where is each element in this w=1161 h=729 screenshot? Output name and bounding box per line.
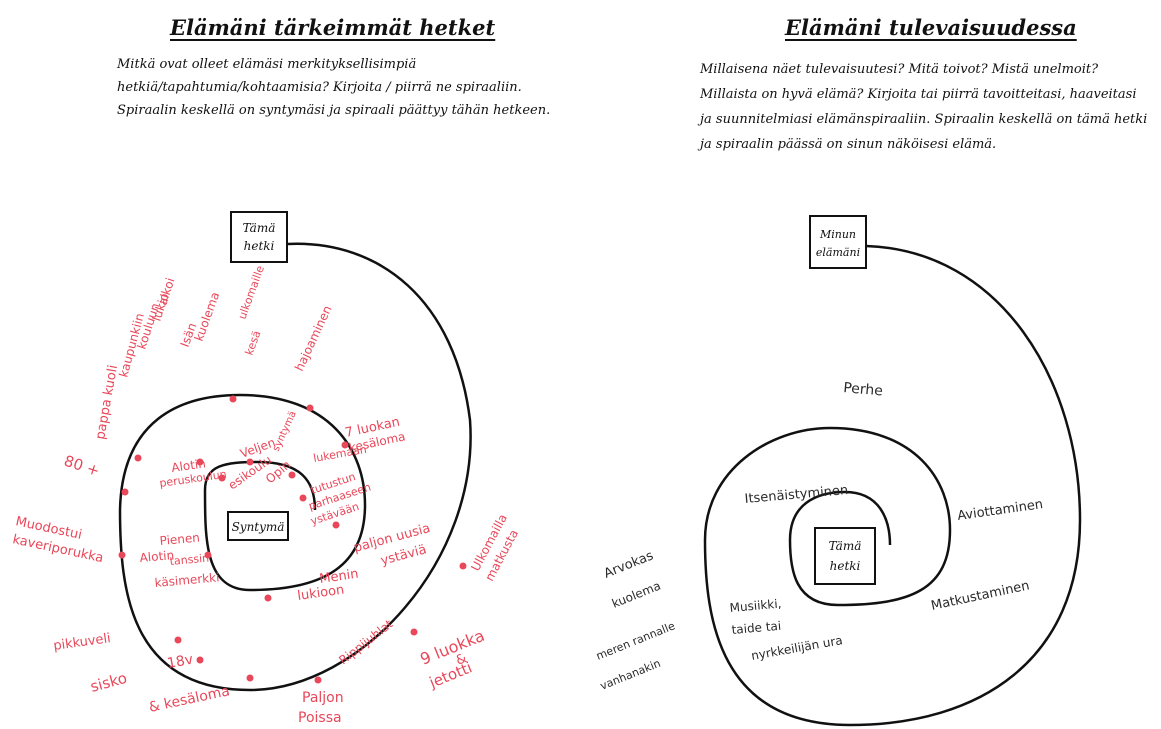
my-life-box — [809, 215, 867, 269]
life-event-note: 18v — [166, 652, 194, 672]
life-event-note: Alotin — [170, 456, 206, 475]
milestone-dot — [410, 628, 418, 636]
life-event-note: Alotin — [139, 548, 175, 565]
future-goal-note: meren rannalle — [594, 619, 677, 663]
future-goal-note: Aviottaminen — [956, 497, 1044, 524]
my-life-box-label: elämäni — [816, 246, 860, 259]
life-event-note: hajoaminen — [292, 303, 335, 373]
life-event-note: käsimerkki — [154, 570, 220, 590]
left-instruction-line: hetkiä/tapahtumia/kohtaamisia? Kirjoita … — [117, 80, 522, 95]
left-instructions: Mitkä ovat olleet elämäsi merkityksellis… — [117, 53, 550, 122]
life-event-note: alkoi — [156, 276, 178, 307]
life-event-note: Pienen — [159, 531, 200, 548]
milestone-dot — [174, 636, 182, 644]
left-instruction-line: Mitkä ovat olleet elämäsi merkityksellis… — [117, 57, 417, 72]
milestone-dot — [332, 521, 340, 529]
birth-box — [227, 511, 289, 541]
milestone-dot — [229, 395, 237, 403]
left-spiral-line — [118, 242, 472, 692]
life-event-note: 9 luokka — [417, 626, 487, 669]
milestone-dot — [341, 441, 349, 449]
left-spiral: Syntymä Tämä hetki — [118, 211, 472, 692]
future-goal-note: Perhe — [843, 380, 884, 399]
present-moment-box-label: hetki — [830, 559, 861, 573]
milestone-dot — [264, 594, 272, 602]
milestone-dot — [246, 458, 254, 466]
life-event-note: & kesäloma — [148, 683, 232, 716]
present-moment-box-label: Tämä — [829, 539, 862, 553]
birth-box-label: Syntymä — [232, 520, 285, 534]
life-event-note: kuolema — [192, 290, 223, 343]
present-moment-box-label: hetki — [244, 239, 275, 253]
life-event-note: kesä — [243, 329, 264, 357]
future-goal-note: Itsenäistyminen — [744, 483, 849, 507]
milestone-dot — [196, 458, 204, 466]
life-event-note: ulkomaille — [236, 264, 267, 321]
life-event-note: Poissa — [298, 710, 342, 726]
life-event-note: tanssin — [169, 552, 210, 568]
life-event-note: pikkuveli — [52, 631, 111, 654]
present-moment-box — [230, 211, 288, 263]
right-instruction-line: ja spiraalin päässä on sinun näköisesi e… — [700, 137, 997, 152]
future-goal-note: nyrkkeilijän ura — [750, 633, 844, 663]
life-event-note: lukioon — [296, 583, 345, 604]
life-event-note: Paljon — [302, 690, 344, 706]
future-goal-note: Matkustaminen — [930, 578, 1031, 614]
life-event-note: Rippijuhlat — [336, 617, 395, 668]
milestone-dot — [218, 474, 226, 482]
milestone-dot — [196, 656, 204, 664]
left-instruction-line: Spiraalin keskellä on syntymäsi ja spira… — [117, 103, 551, 118]
left-spiral-dots — [118, 395, 467, 684]
milestone-dot — [459, 562, 467, 570]
present-moment-box — [814, 527, 876, 585]
milestone-dot — [246, 674, 254, 682]
right-instruction-line: Millaista on hyvä elämä? Kirjoita tai pi… — [700, 87, 1137, 102]
life-event-note: sisko — [88, 669, 129, 696]
present-moment-box-label: Tämä — [243, 221, 276, 235]
right-spiral: Tämä hetki Minun elämäni — [703, 215, 1082, 727]
life-event-note: Menin — [318, 567, 359, 587]
milestone-dot — [288, 471, 296, 479]
right-spiral-line — [703, 244, 1082, 727]
left-title: Elämäni tärkeimmät hetket — [170, 15, 496, 40]
right-instructions: Millaisena näet tulevaisuutesi? Mitä toi… — [700, 57, 1147, 157]
life-event-note: syntymä — [271, 409, 299, 453]
milestone-dot — [306, 404, 314, 412]
milestone-dot — [118, 551, 126, 559]
future-goal-note: taide tai — [731, 619, 782, 637]
my-life-box-label: Minun — [819, 228, 856, 241]
right-instruction-line: ja suunnitelmiasi elämänspiraaliin. Spir… — [700, 112, 1148, 127]
milestone-dot — [121, 488, 129, 496]
future-goal-note: vanhanakin — [598, 657, 662, 693]
future-goal-note: Musiikki, — [729, 597, 782, 615]
future-goal-note: Arvokas — [602, 548, 656, 581]
milestone-dot — [314, 676, 322, 684]
right-instruction-line: Millaisena näet tulevaisuutesi? Mitä toi… — [700, 62, 1099, 77]
milestone-dot — [299, 494, 307, 502]
life-event-note: 80 + — [62, 452, 102, 480]
future-goal-note: kuolema — [610, 579, 663, 611]
right-title: Elämäni tulevaisuudessa — [785, 15, 1077, 40]
milestone-dot — [134, 454, 142, 462]
milestone-dot — [204, 551, 212, 559]
